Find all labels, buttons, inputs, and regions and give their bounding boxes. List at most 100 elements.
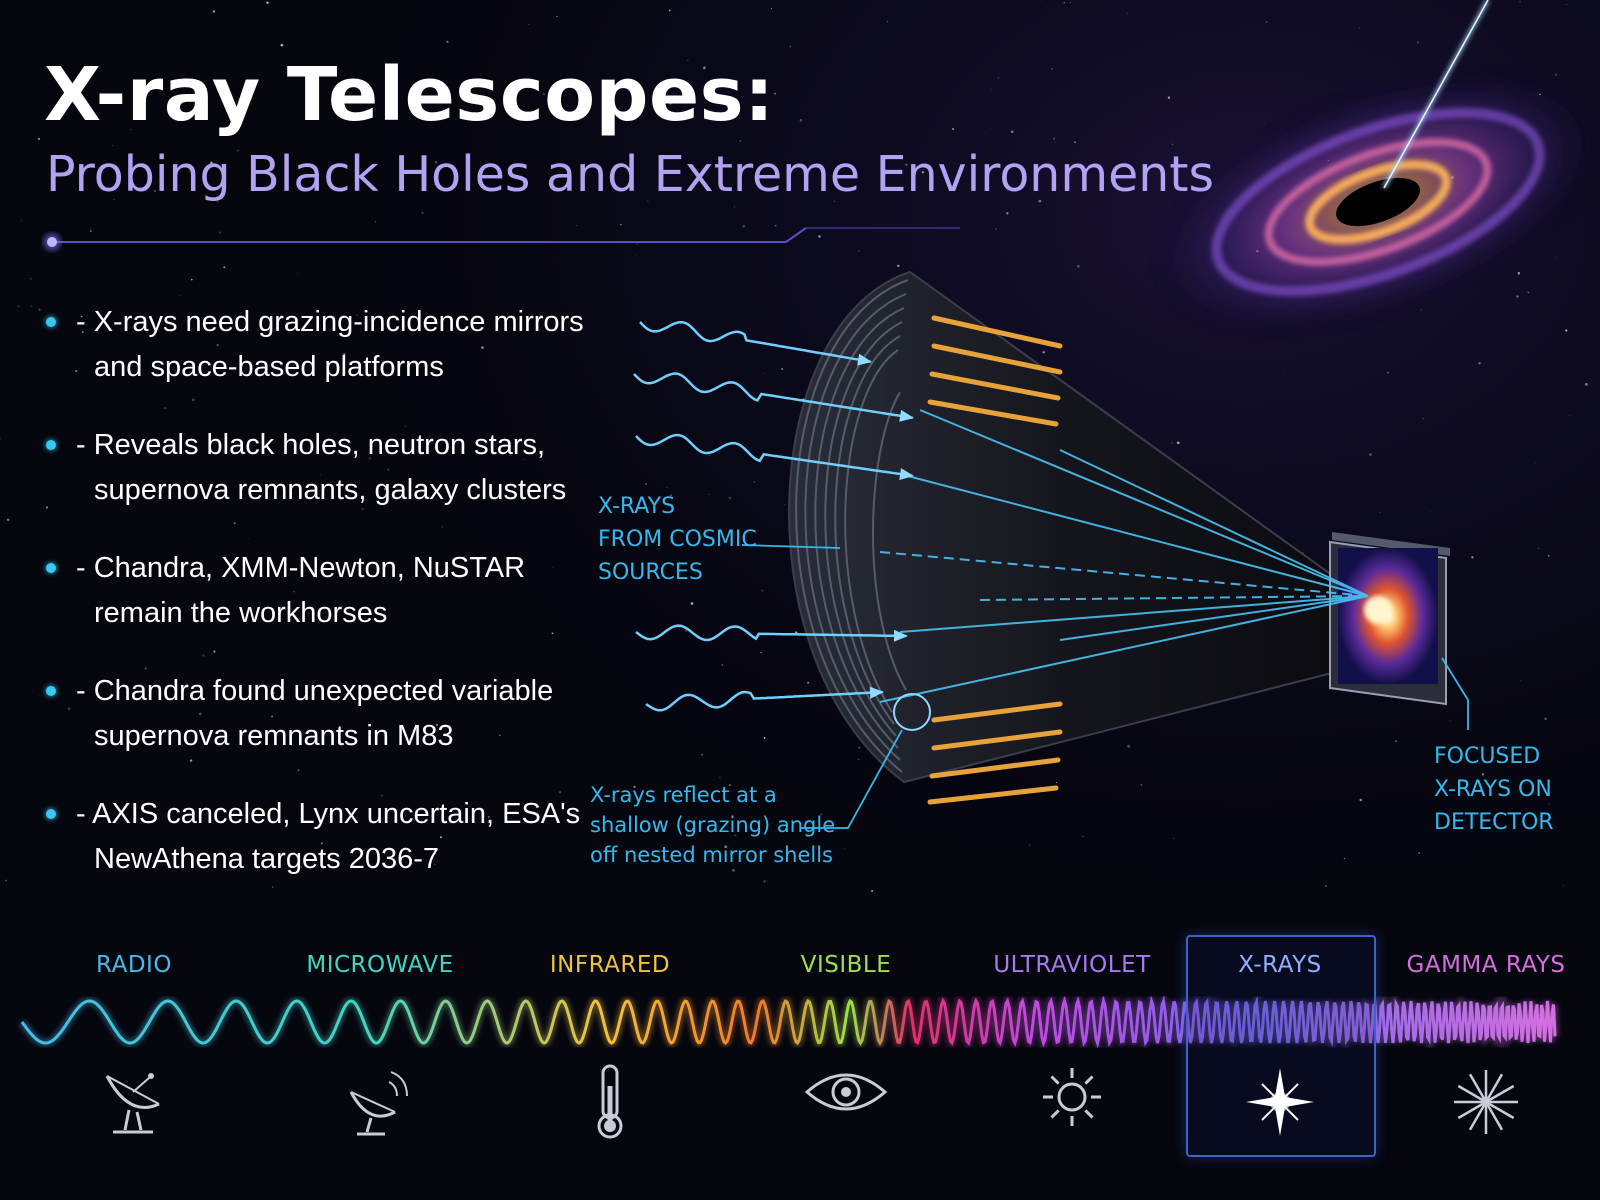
star (0, 437, 1, 440)
star (1038, 199, 1042, 203)
band-label-gamma-rays: GAMMA RAYS (1406, 952, 1566, 978)
star (635, 242, 638, 245)
star (396, 434, 398, 435)
star (361, 508, 364, 510)
star (320, 842, 323, 845)
star (807, 681, 810, 684)
star (75, 369, 78, 373)
bullet-text: - Chandra, XMM-Newton, NuSTAR remain the… (76, 552, 526, 629)
star (216, 343, 219, 347)
star (1534, 462, 1536, 464)
star (990, 127, 992, 129)
star (223, 266, 226, 269)
telescope-diagram (633, 270, 1450, 805)
star (380, 794, 383, 797)
star (728, 496, 732, 500)
star (774, 224, 777, 227)
star (620, 224, 622, 226)
star (761, 589, 764, 592)
star (1418, 852, 1420, 854)
star (368, 457, 372, 460)
star (1547, 554, 1550, 557)
star (991, 89, 992, 90)
star (524, 458, 525, 460)
star (1416, 41, 1420, 44)
star (1420, 309, 1422, 311)
star (556, 15, 558, 18)
star (179, 294, 181, 296)
star (1176, 441, 1180, 445)
star (498, 734, 501, 737)
star (1387, 372, 1389, 374)
bullet-text: - AXIS canceled, Lynx uncertain, ESA's N… (76, 798, 581, 875)
star (297, 273, 299, 274)
star (701, 753, 703, 756)
star (218, 231, 222, 234)
star (1029, 844, 1030, 846)
star (760, 652, 762, 654)
star (1565, 4, 1567, 6)
star (1422, 417, 1425, 420)
star (687, 60, 689, 61)
xray-star-icon (1240, 1062, 1320, 1147)
star (799, 119, 803, 122)
star (708, 494, 710, 495)
star (635, 255, 637, 256)
star (1471, 556, 1474, 559)
star (271, 715, 274, 718)
star (394, 678, 396, 680)
star (29, 277, 32, 280)
star (363, 849, 365, 852)
star (421, 211, 424, 215)
star (21, 220, 22, 222)
star (210, 161, 213, 164)
star (1082, 835, 1084, 837)
star (1554, 73, 1558, 76)
star (431, 688, 434, 692)
star (30, 305, 32, 307)
star (1010, 130, 1014, 134)
xray-wave (639, 320, 871, 364)
bullet-text: - X-rays need grazing-incidence mirrors … (76, 306, 584, 383)
sun-icon (1037, 1062, 1107, 1137)
star (1173, 838, 1175, 839)
star (1565, 329, 1568, 332)
star (784, 504, 786, 506)
bullet-item: - Chandra found unexpected variable supe… (44, 669, 604, 792)
star (721, 664, 723, 666)
star (189, 170, 191, 172)
star (130, 129, 132, 130)
band-label-ultraviolet: ULTRAVIOLET (993, 952, 1151, 978)
star (739, 140, 742, 142)
star (1517, 271, 1521, 275)
star (774, 92, 776, 95)
bullet-item: - Chandra, XMM-Newton, NuSTAR remain the… (44, 546, 604, 669)
star (858, 746, 861, 749)
star (781, 368, 783, 370)
incoming-xrays-label: X-RAYS FROM COSMIC SOURCES (598, 494, 757, 585)
star (1369, 453, 1372, 456)
star (733, 206, 735, 208)
star (997, 76, 1000, 79)
star (191, 278, 193, 281)
arrowhead-icon (899, 468, 914, 480)
star (729, 784, 731, 787)
star (1172, 143, 1173, 145)
star (686, 828, 688, 830)
thermometer-icon (585, 1062, 635, 1147)
black-hole-illustration (1153, 71, 1600, 333)
grazing-highlight (893, 693, 931, 731)
star (633, 785, 636, 789)
band-label-x-rays: X-RAYS (1238, 952, 1322, 978)
star (771, 7, 772, 9)
star (669, 494, 672, 497)
star (886, 21, 888, 23)
star (995, 228, 997, 230)
star (45, 506, 49, 509)
star (1538, 547, 1540, 549)
incoming-xrays (633, 320, 914, 712)
star (921, 171, 924, 174)
star (789, 46, 792, 48)
